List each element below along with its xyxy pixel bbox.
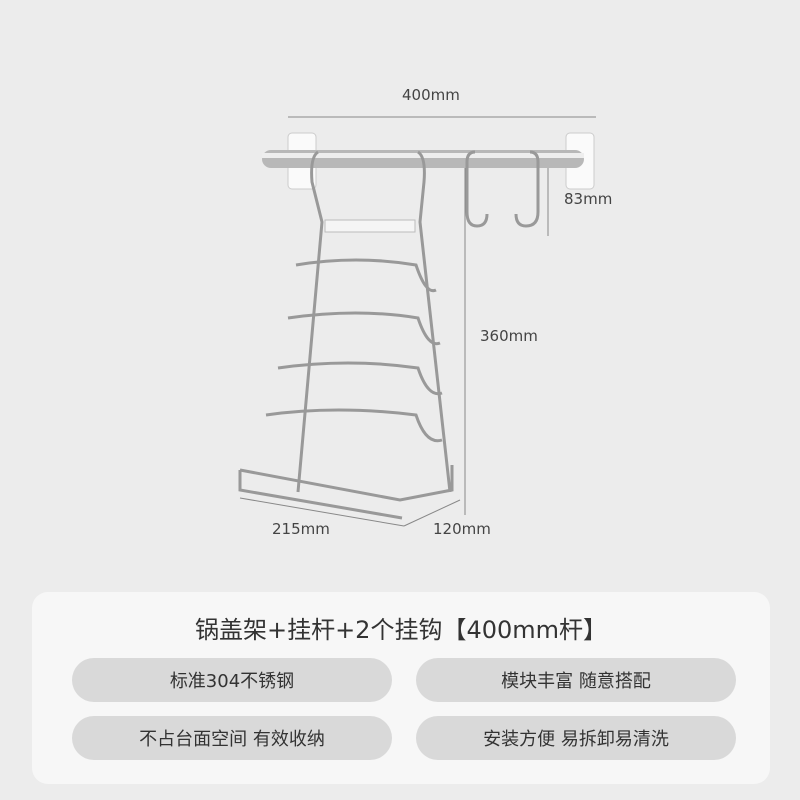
feature-badge: 安装方便 易拆卸易清洗 [416,716,736,760]
feature-badge: 模块丰富 随意搭配 [416,658,736,702]
hooks [465,150,540,228]
hook-height-label: 83mm [564,190,613,208]
base-label: 120mm [433,520,491,538]
lid-rack [238,150,454,520]
depth-dimension-line [239,497,405,527]
feature-badge: 标准304不锈钢 [72,658,392,702]
rack-height-label: 360mm [480,327,538,345]
product-title: 锅盖架+挂杆+2个挂钩【400mm杆】 [194,616,608,644]
product-illustration [238,116,596,527]
depth-label: 215mm [272,520,330,538]
product-info-card: 锅盖架+挂杆+2个挂钩【400mm杆】 标准304不锈钢 模块丰富 随意搭配 不… [32,592,770,784]
base-dimension-line [403,499,461,527]
width-label: 400mm [402,86,460,104]
feature-badge: 不占台面空间 有效收纳 [72,716,392,760]
